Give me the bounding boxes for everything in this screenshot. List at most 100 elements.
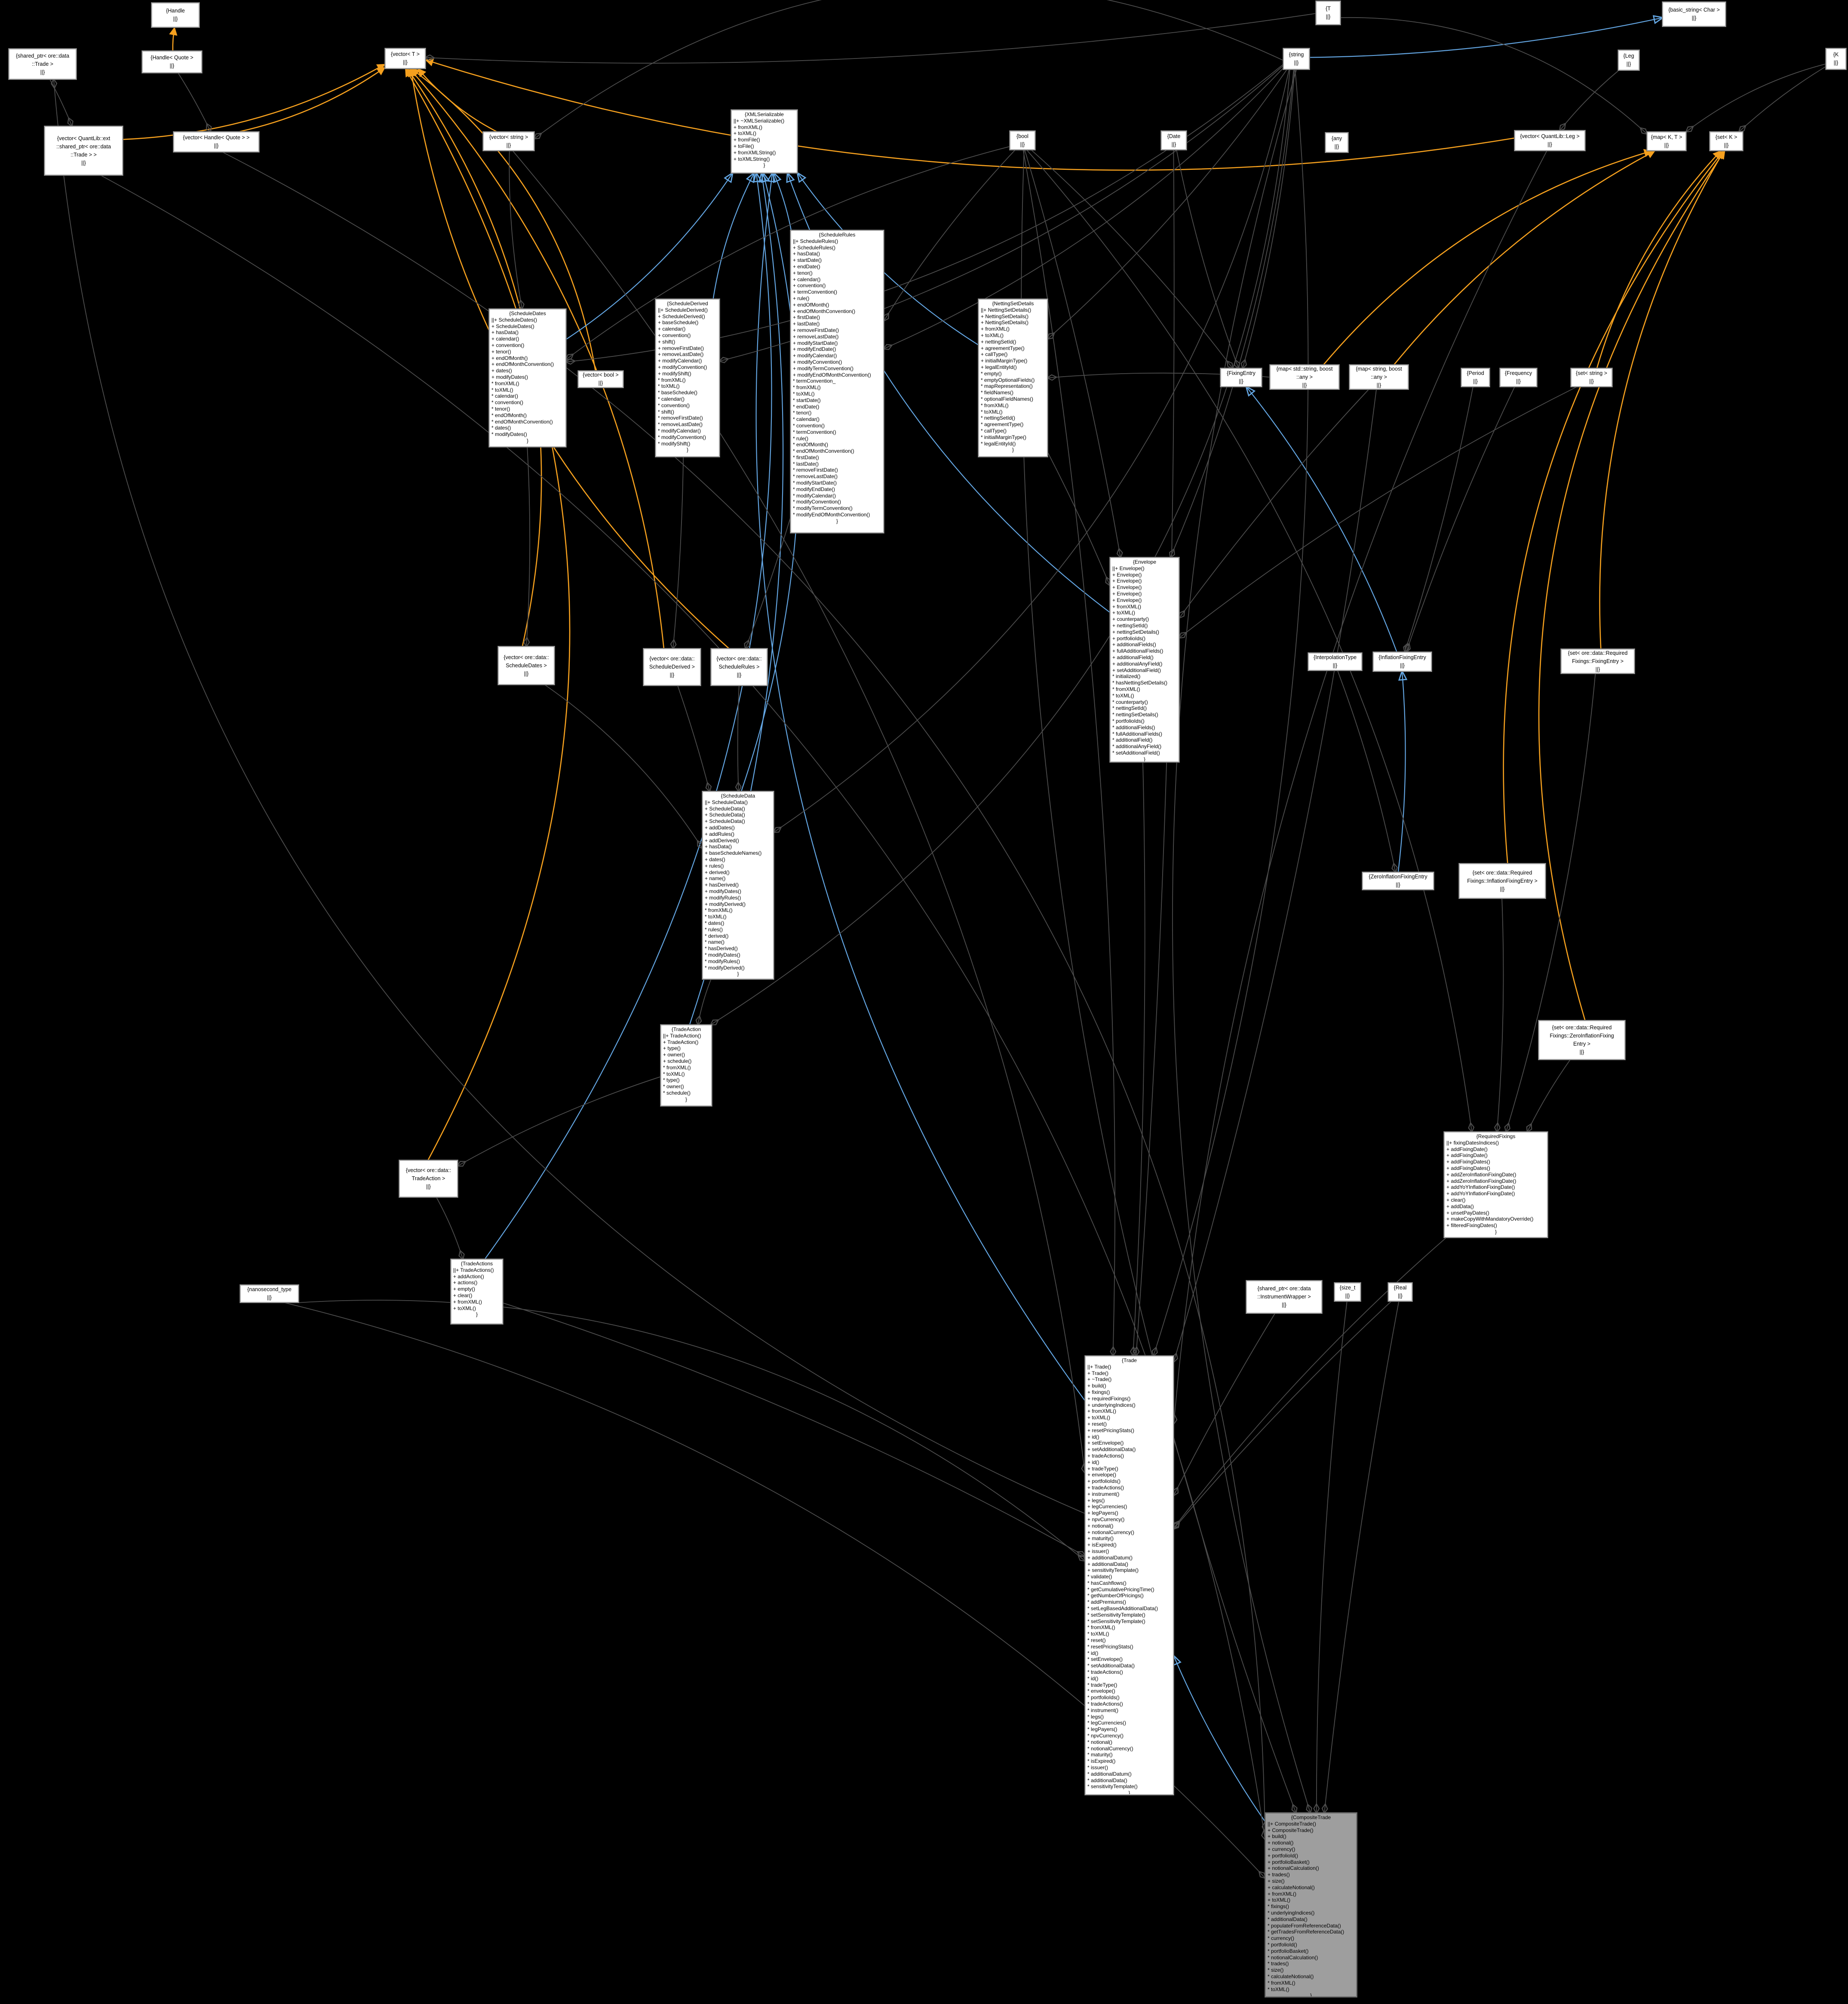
class-node-vec-scheduledates[interactable]: {vector< ore::data::ScheduleDates >||} xyxy=(497,646,555,685)
class-member: * counterparty() xyxy=(1112,699,1148,705)
class-member: * fromXML() xyxy=(793,384,821,391)
class-node-schedulederived[interactable]: {ScheduleDerived||+ ScheduleDerived()+ S… xyxy=(655,298,720,457)
class-member: + convention() xyxy=(793,282,826,289)
class-member: * fromXML() xyxy=(1112,686,1140,692)
class-node-shared-ptr-trade[interactable]: {shared_ptr< ore::data::Trade >||} xyxy=(8,48,77,80)
class-node-trade[interactable]: {Trade||+ Trade()+ Trade()+ ~Trade()+ bu… xyxy=(1084,1355,1174,1795)
class-node-schedulerules[interactable]: {ScheduleRules||+ ScheduleRules()+ Sched… xyxy=(790,230,884,534)
class-node-vec-bool[interactable]: {vector< bool >||} xyxy=(577,370,624,388)
class-node-vec-qle-trade[interactable]: {vector< QuantLib::ext::shared_ptr< ore:… xyxy=(44,126,123,176)
class-node-map-string-any[interactable]: {map< string, boost::any >||} xyxy=(1349,364,1409,390)
class-node-date[interactable]: {Date||} xyxy=(1160,130,1187,150)
class-node-bool[interactable]: {bool||} xyxy=(1009,130,1036,150)
class-member: + maturity() xyxy=(1087,1535,1114,1542)
edge-scheduledata-to-vec_scheduledates xyxy=(544,684,702,848)
class-node-interpolationtype[interactable]: {InterpolationType||} xyxy=(1308,652,1363,671)
edge-trade-to-xmlserializable xyxy=(755,173,1085,1401)
class-node-vec-string[interactable]: {vector< string >||} xyxy=(482,131,535,151)
class-node-size-t[interactable]: {size_t||} xyxy=(1334,1282,1361,1302)
class-member: ||} xyxy=(506,142,511,148)
class-node-fixingentry[interactable]: {FixingEntry||} xyxy=(1220,368,1262,387)
class-node-tradeactions[interactable]: {TradeActions||+ TradeActions()+ addActi… xyxy=(450,1258,503,1325)
class-member: + calendar() xyxy=(658,326,686,332)
class-member: * firstDate() xyxy=(793,454,819,460)
class-member: + modifyDates() xyxy=(705,888,742,894)
class-node-frequency[interactable]: {Frequency||} xyxy=(1499,368,1538,387)
class-member: ScheduleRules > xyxy=(718,664,760,670)
class-node-requiredfixings[interactable]: {RequiredFixings||+ fixingDatesIndices()… xyxy=(1443,1131,1548,1238)
class-member: * fixings() xyxy=(1268,1903,1289,1910)
class-member: } xyxy=(526,437,528,444)
class-node-inflationfixingentry[interactable]: {InflationFixingEntry||} xyxy=(1372,651,1432,672)
class-node-vec-tradeaction[interactable]: {vector< ore::data::TradeAction >||} xyxy=(399,1160,458,1198)
class-member: + ~Trade() xyxy=(1087,1376,1112,1383)
class-member: + ScheduleData() xyxy=(705,805,745,812)
class-node-vector-T[interactable]: {vector< T >||} xyxy=(384,48,426,69)
class-node-nanosecond[interactable]: {nanosecond_type||} xyxy=(239,1284,299,1303)
class-member: ||} xyxy=(598,380,603,386)
class-member: * portfolioIds() xyxy=(1112,718,1145,724)
class-member: + removeFirstDate() xyxy=(658,345,704,351)
class-member: * legCurrencies() xyxy=(1087,1720,1127,1726)
class-member: + rule() xyxy=(793,295,810,301)
class-member: + counterparty() xyxy=(1112,616,1149,623)
class-member: ::any > xyxy=(1371,374,1387,380)
class-node-compositetrade[interactable]: {CompositeTrade||+ CompositeTrade()+ Com… xyxy=(1265,1812,1357,1998)
class-member: + makeCopyWithMandatoryOverride() xyxy=(1446,1216,1534,1222)
class-node-map-KT[interactable]: {map< K, T >||} xyxy=(1646,131,1687,151)
class-member: Fixings::InflationFixingEntry > xyxy=(1467,878,1538,884)
class-title: {Leg xyxy=(1623,53,1634,59)
class-node-K[interactable]: {K||} xyxy=(1825,48,1847,70)
class-member: + addZeroInflationFixingDate() xyxy=(1446,1171,1516,1178)
class-member: + endDate() xyxy=(793,263,820,270)
class-node-vec-handle-quote[interactable]: {vector< Handle< Quote > >||} xyxy=(173,131,260,153)
edge-vec_qle_trade-to-shared_ptr_trade xyxy=(49,79,72,126)
class-member: + additionalAnyField() xyxy=(1112,660,1163,667)
class-member: ||} xyxy=(1020,141,1025,147)
class-member: * instrument() xyxy=(1087,1707,1119,1713)
class-member: + isExpired() xyxy=(1087,1542,1117,1548)
class-member: * issuer() xyxy=(1087,1765,1108,1771)
class-member: * convention() xyxy=(793,422,825,429)
edge-requiredfixings-to-bool xyxy=(1026,150,1472,1132)
class-node-basic-string[interactable]: {basic_string< Char >||} xyxy=(1662,1,1726,27)
class-node-xmlserializable[interactable]: {XMLSerializable||+ ~XMLSerializable()+ … xyxy=(731,109,798,174)
class-node-zeroinflationfixingentry[interactable]: {ZeroInflationFixingEntry||} xyxy=(1362,872,1434,890)
class-member: + empty() xyxy=(453,1286,476,1292)
edge-trade-to-requiredfixings xyxy=(1174,1237,1446,1528)
class-node-T[interactable]: {T||} xyxy=(1315,0,1341,25)
class-member: * additionalDatum() xyxy=(1087,1771,1132,1777)
class-member: * rules() xyxy=(705,926,723,933)
class-node-any[interactable]: {any||} xyxy=(1325,132,1349,153)
class-member: + convention() xyxy=(491,342,525,348)
class-title: {set< ore::data::Required xyxy=(1552,1025,1612,1031)
edge-scheduledata-to-vec_schedulerules xyxy=(738,685,739,791)
class-node-shared-ptr-instr[interactable]: {shared_ptr< ore::data::InstrumentWrappe… xyxy=(1246,1280,1323,1314)
edge-string-to-basic_string xyxy=(1309,18,1662,58)
class-node-map-stdstring-any[interactable]: {map< std::string, boost::any >||} xyxy=(1269,364,1340,390)
class-node-envelope[interactable]: {Envelope||+ Envelope()+ Envelope()+ Env… xyxy=(1109,557,1180,763)
class-node-real[interactable]: {Real||} xyxy=(1388,1282,1413,1302)
class-member: Fixings::FixingEntry > xyxy=(1572,658,1624,664)
class-node-nettingsetdetails[interactable]: {NettingSetDetails||+ NettingSetDetails(… xyxy=(978,298,1048,457)
class-member: + convention() xyxy=(658,332,691,338)
class-node-tradeaction[interactable]: {TradeAction||+ TradeAction()+ TradeActi… xyxy=(660,1024,712,1107)
class-node-vec-schedulederived[interactable]: {vector< ore::data::ScheduleDerived >||} xyxy=(643,648,701,686)
class-node-string[interactable]: {string||} xyxy=(1283,48,1310,70)
class-node-vec-leg[interactable]: {vector< QuantLib::Leg >||} xyxy=(1514,130,1586,151)
edge-scheduledata-to-vec_schedulederived xyxy=(677,685,709,791)
class-node-scheduledata[interactable]: {ScheduleData||+ ScheduleData()+ Schedul… xyxy=(702,791,774,980)
class-node-scheduledates[interactable]: {ScheduleDates||+ ScheduleDates()+ Sched… xyxy=(488,308,567,448)
class-node-handle-quote[interactable]: {Handle< Quote >||} xyxy=(141,50,203,74)
class-node-set-K[interactable]: {set< K >||} xyxy=(1709,131,1744,151)
class-member: + tradeType() xyxy=(1087,1465,1118,1472)
class-node-period[interactable]: {Period||} xyxy=(1461,368,1490,387)
class-node-leg[interactable]: {Leg||} xyxy=(1618,49,1640,71)
class-node-handle[interactable]: {Handle||} xyxy=(151,2,200,28)
class-node-vec-schedulerules[interactable]: {vector< ore::data::ScheduleRules >||} xyxy=(710,648,768,686)
class-member: * additionalData() xyxy=(1087,1777,1127,1783)
class-node-set-string[interactable]: {set< string >||} xyxy=(1570,368,1613,387)
